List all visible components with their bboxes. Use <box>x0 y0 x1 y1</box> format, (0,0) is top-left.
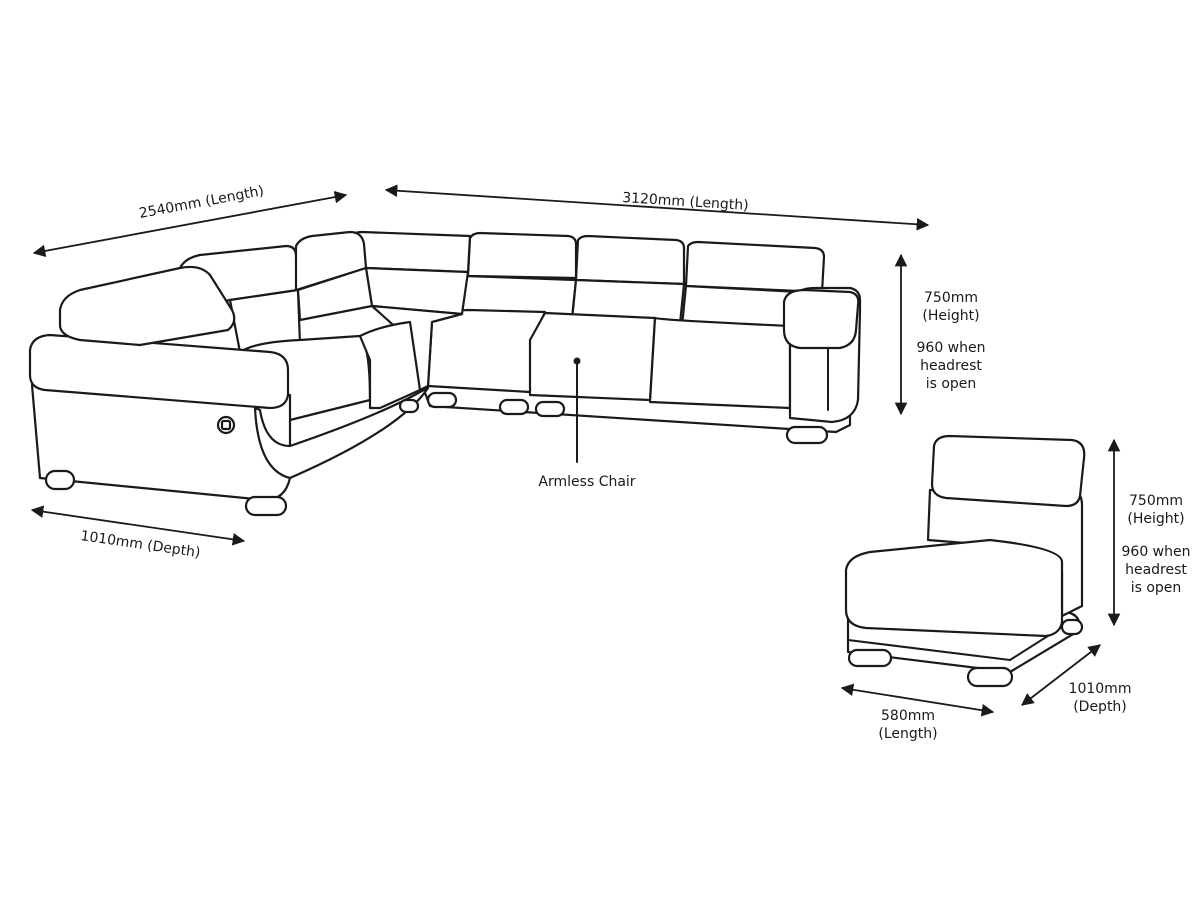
chair-depth-value: 1010mm <box>1069 681 1132 697</box>
length-right-arrow <box>384 184 930 231</box>
depth-label: 1010mm (Depth) <box>79 528 201 561</box>
chair-open-note-line2: headrest <box>1125 562 1187 578</box>
chair-depth-arrow <box>1021 644 1101 706</box>
open-note-line2: headrest <box>920 358 982 374</box>
chair-height-value: 750mm <box>1129 493 1183 509</box>
chair-depth-note: (Depth) <box>1073 699 1127 715</box>
chair-length-value: 580mm <box>881 708 935 724</box>
length-left-arrow <box>32 190 348 258</box>
length-left-label: 2540mm (Length) <box>138 183 265 222</box>
armless-chair-label: Armless Chair <box>538 474 635 490</box>
chair-open-note-line3: is open <box>1131 580 1182 596</box>
chair-length-note: (Length) <box>878 726 937 742</box>
depth-arrow <box>30 505 246 546</box>
armless-chair-drawing <box>844 434 1086 688</box>
chair-height-note: (Height) <box>1127 511 1184 527</box>
open-note-line1: 960 when <box>917 340 986 356</box>
length-right-label: 3120mm (Length) <box>622 190 749 214</box>
chair-open-note-line1: 960 when <box>1122 544 1191 560</box>
open-note-line3: is open <box>926 376 977 392</box>
chair-length-arrow <box>840 683 995 717</box>
height-note: (Height) <box>922 308 979 324</box>
sectional-sofa-drawing <box>28 230 862 517</box>
height-value: 750mm <box>924 290 978 306</box>
